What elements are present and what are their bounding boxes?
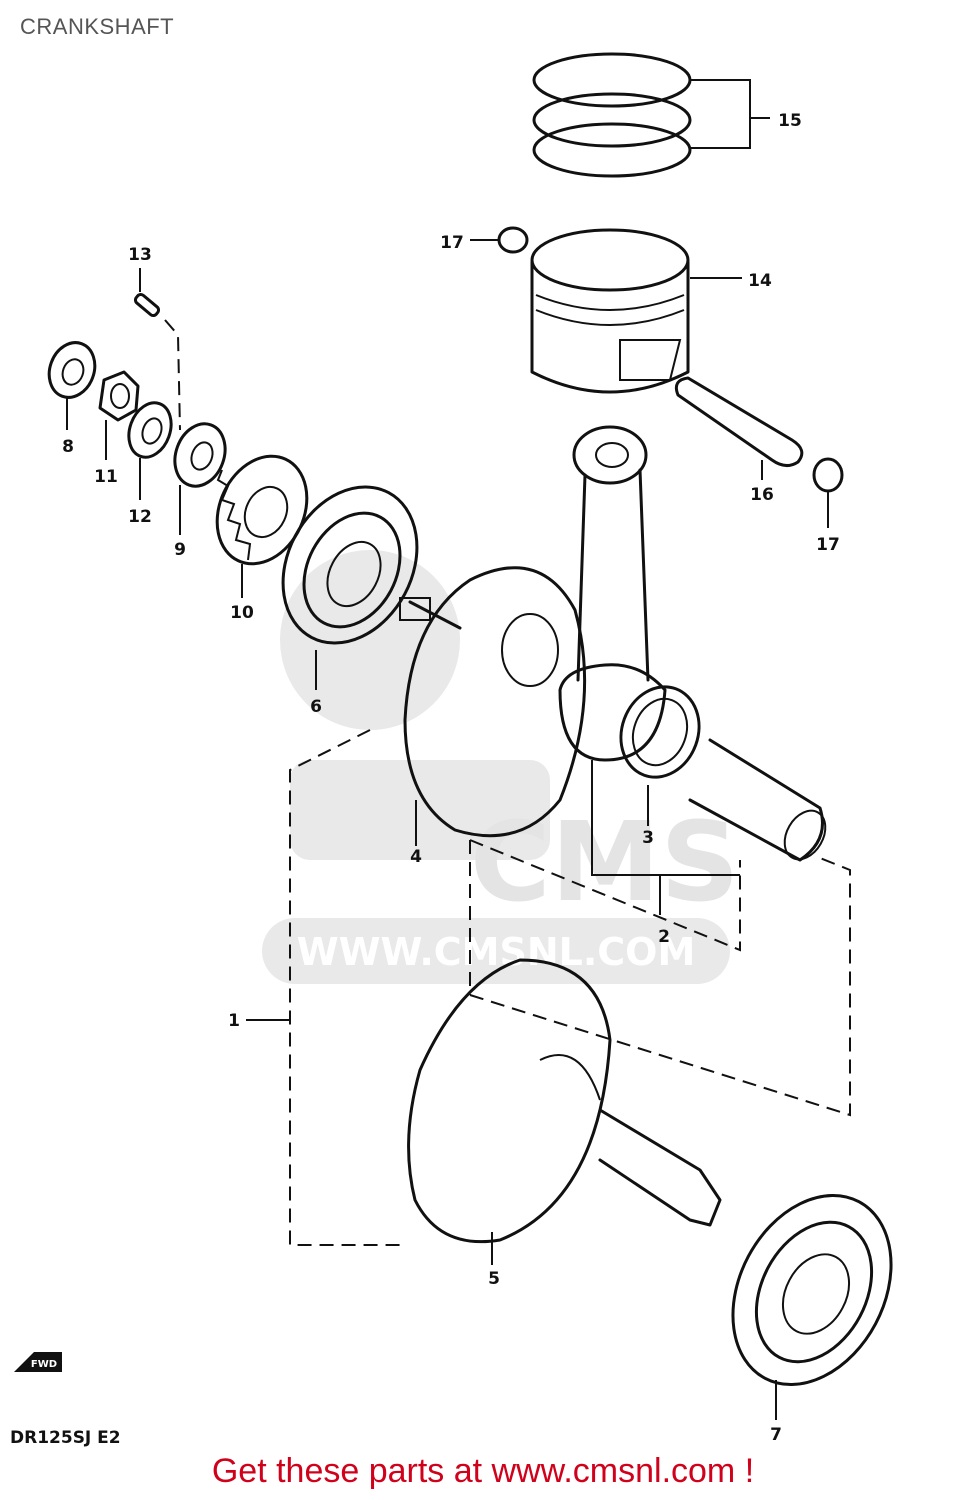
front-arrow-label: FWD [31, 1359, 57, 1370]
part-ref-17-lower: 17 [816, 535, 840, 555]
part-ref-14: 14 [748, 271, 772, 291]
assembly-brackets [246, 729, 851, 1246]
bearing-right [731, 1193, 893, 1420]
part-ref-5: 5 [488, 1269, 500, 1289]
part-ref-10: 10 [230, 603, 254, 623]
part-ref-11: 11 [94, 467, 118, 487]
part-ref-8: 8 [62, 437, 74, 457]
crankshaft-left [399, 566, 587, 846]
circlip-lower [812, 457, 844, 528]
part-ref-4: 4 [410, 847, 422, 867]
watermark-url: WWW.CMSNL.COM [297, 930, 696, 974]
nut [98, 370, 140, 460]
buy-parts-link[interactable]: Get these parts at www.cmsnl.com ! [211, 1452, 755, 1490]
part-ref-13: 13 [128, 245, 152, 265]
part-ref-1: 1 [228, 1011, 240, 1031]
piston-pin [674, 376, 804, 480]
primary-gear [215, 454, 309, 598]
part-ref-3: 3 [642, 828, 654, 848]
crank-pin [688, 738, 827, 862]
part-ref-17-upper: 17 [440, 233, 464, 253]
needle-bearing [619, 685, 701, 826]
model-code: DR125SJ E2 [10, 1428, 121, 1448]
circlip-upper [470, 226, 529, 254]
part-ref-12: 12 [128, 507, 152, 527]
part-ref-15: 15 [778, 111, 802, 131]
watermark-brand: CMS [470, 798, 739, 926]
part-ref-2: 2 [658, 927, 670, 947]
page-title: CRANKSHAFT [20, 14, 175, 39]
piston-rings [532, 52, 770, 178]
part-ref-7: 7 [770, 1425, 782, 1445]
key [133, 268, 181, 431]
part-ref-6: 6 [310, 697, 322, 717]
part-ref-16: 16 [750, 485, 774, 505]
oil-seal [47, 341, 97, 430]
washer [127, 401, 173, 500]
cms-watermark: CMS WWW.CMSNL.COM [262, 550, 739, 984]
pump-drive-gear [173, 422, 227, 535]
part-ref-9: 9 [174, 540, 186, 560]
connecting-rod [558, 425, 667, 762]
front-direction-arrow-icon: FWD [14, 1352, 62, 1372]
crankshaft-right [407, 958, 722, 1265]
piston [530, 228, 742, 394]
